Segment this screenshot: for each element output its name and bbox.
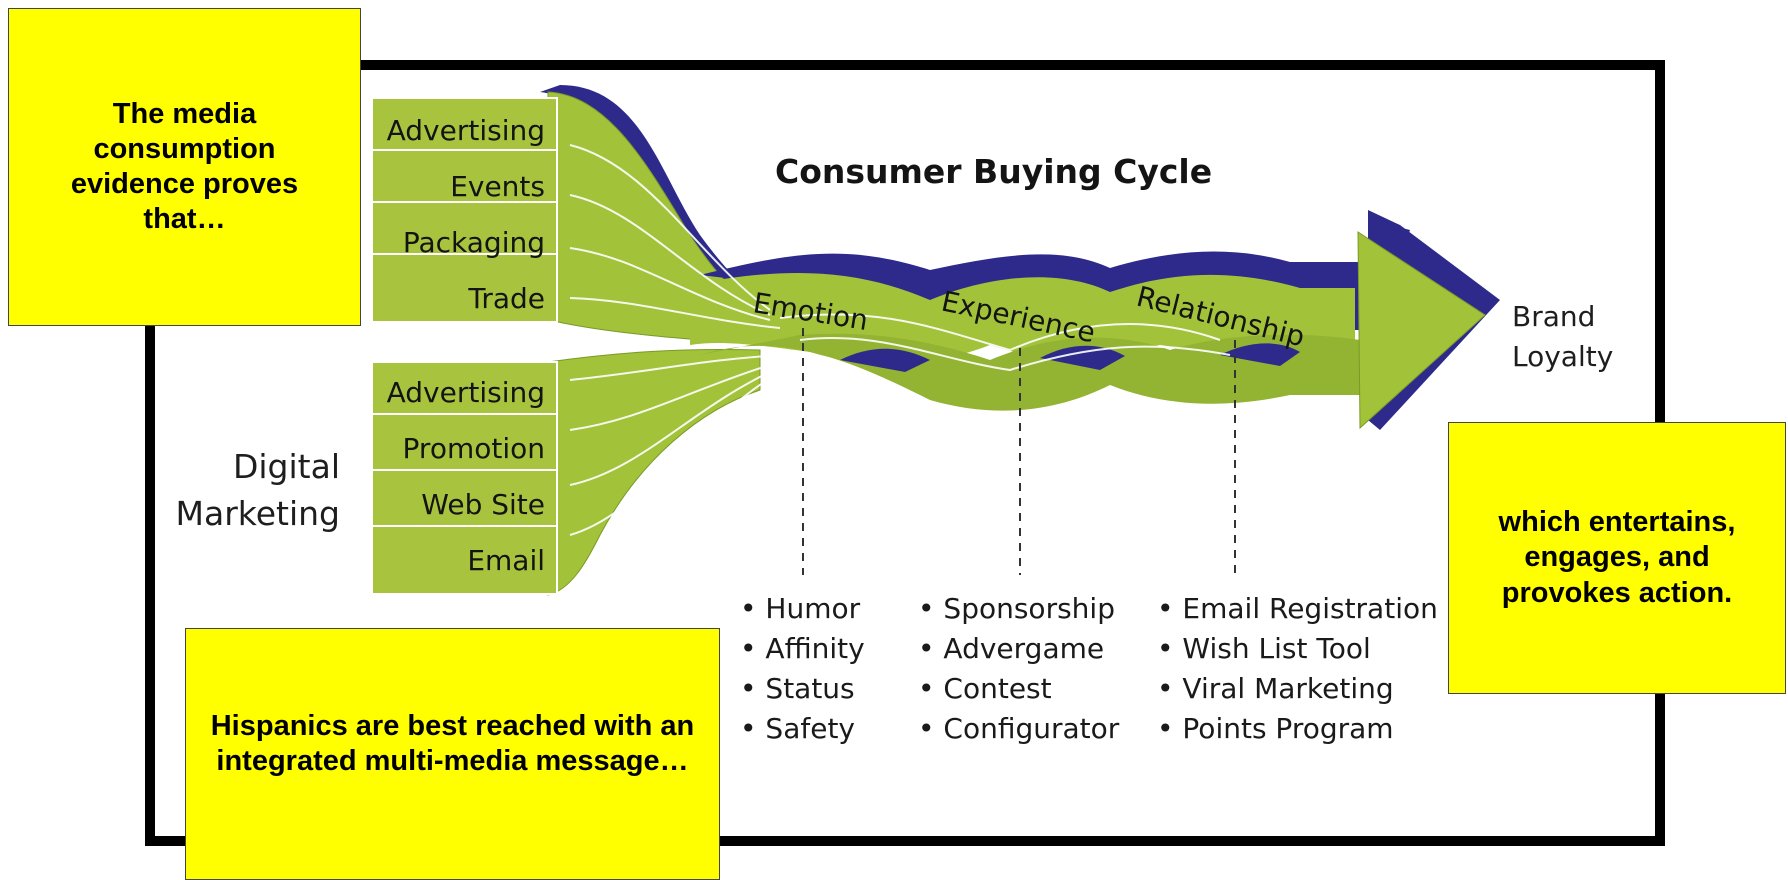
- callout-right: which entertains, engages, and provokes …: [1448, 422, 1786, 694]
- channel-label-email: Email: [467, 544, 545, 577]
- channel-box: [371, 253, 558, 323]
- channel-box: [371, 413, 558, 471]
- channel-label-trade: Trade: [467, 282, 545, 315]
- tactic-viral-marketing: • Viral Marketing: [1157, 672, 1394, 705]
- callout-top-left-text: The media consumption evidence proves th…: [70, 97, 299, 236]
- braid-shadow-accent: [840, 348, 930, 372]
- diagram-title: Consumer Buying Cycle: [775, 152, 1212, 191]
- channel-label-promotion: Promotion: [403, 432, 545, 465]
- arrowhead: [1357, 231, 1486, 430]
- channel-label-events: Events: [450, 170, 545, 203]
- callout-right-text: which entertains, engages, and provokes …: [1498, 506, 1736, 609]
- channel-box: [371, 201, 558, 255]
- channel-label-digital-advertising: Advertising: [387, 376, 545, 409]
- channel-label-advertising: Advertising: [387, 114, 545, 147]
- braid-shadow-accent: [1220, 343, 1300, 366]
- tactics-experience: • Sponsorship • Advergame • Contest • Co…: [918, 592, 1120, 745]
- traditional-channel-boxes: [371, 97, 558, 323]
- callout-bottom-left: Hispanics are best reached with an integ…: [185, 628, 720, 880]
- digital-marketing-label-line2: Marketing: [176, 494, 340, 533]
- lower-funnel: [547, 349, 761, 596]
- tactic-sponsorship: • Sponsorship: [918, 592, 1115, 625]
- brand-loyalty-line1: Brand: [1512, 300, 1595, 333]
- digital-marketing-label-line1: Digital: [233, 447, 340, 486]
- tactic-configurator: • Configurator: [918, 712, 1120, 745]
- tactic-wish-list-tool: • Wish List Tool: [1157, 632, 1371, 665]
- tactic-advergame: • Advergame: [918, 632, 1104, 665]
- channel-label-web-site: Web Site: [421, 488, 545, 521]
- braid-shadow-accent: [1040, 345, 1125, 370]
- digital-channel-boxes: [371, 361, 558, 595]
- flow-lines: [569, 144, 1231, 536]
- tactic-safety: • Safety: [740, 712, 855, 745]
- channel-label-packaging: Packaging: [403, 226, 545, 259]
- tactic-contest: • Contest: [918, 672, 1052, 705]
- brand-loyalty-line2: Loyalty: [1512, 340, 1613, 373]
- callout-top-left: The media consumption evidence proves th…: [8, 8, 361, 326]
- tactic-affinity: • Affinity: [740, 632, 865, 665]
- tactics-emotion: • Humor • Affinity • Status • Safety: [740, 592, 865, 745]
- tactic-status: • Status: [740, 672, 855, 705]
- stage-connectors: [802, 328, 1236, 575]
- channel-box: [371, 469, 558, 527]
- channel-box: [371, 525, 558, 595]
- tactic-humor: • Humor: [740, 592, 861, 625]
- tactic-email-registration: • Email Registration: [1157, 592, 1438, 625]
- tactic-points-program: • Points Program: [1157, 712, 1394, 745]
- tactics-relationship: • Email Registration • Wish List Tool • …: [1157, 592, 1438, 745]
- callout-bottom-left-text: Hispanics are best reached with an integ…: [210, 709, 695, 777]
- channel-box: [371, 361, 558, 415]
